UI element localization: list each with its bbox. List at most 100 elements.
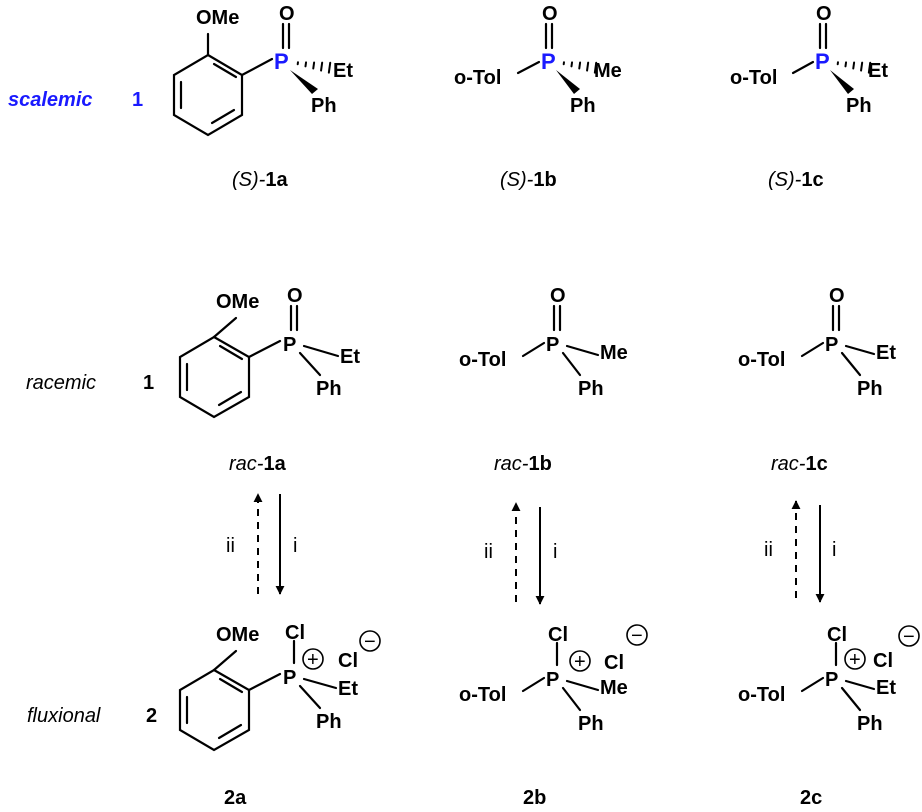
molecule-rac-1a: OMe P O Et Ph (178, 285, 360, 419)
row-label-fluxional-text: fluxional (27, 705, 101, 727)
phosphorus-label: P (546, 334, 559, 356)
minus-charge-sign: − (364, 631, 376, 653)
minus-charge-icon (898, 625, 920, 647)
phenyl-label: Ph (311, 95, 337, 117)
row-label-scalemic-number: 1 (132, 89, 143, 111)
ethyl-label: Et (868, 60, 888, 82)
ethyl-label: Et (876, 677, 896, 699)
o-tolyl-label: o-Tol (459, 349, 506, 371)
plus-charge-icon (844, 648, 866, 670)
molecule-2c: o-Tol P Cl + Cl − Et Ph (738, 624, 920, 735)
caption-rac-1b: rac-1b (494, 453, 552, 475)
molecule-s-1c: o-Tol P O Et Ph (730, 3, 888, 117)
oxygen-label: O (279, 3, 295, 25)
oxygen-label: O (550, 285, 566, 307)
oxygen-label: O (542, 3, 558, 25)
methoxy-label: OMe (196, 7, 239, 29)
equilibrium-arrows-c: ii i (764, 500, 836, 603)
phosphorus-label: P (546, 669, 559, 691)
o-tolyl-label: o-Tol (454, 67, 501, 89)
minus-charge-sign: − (903, 626, 915, 648)
molecule-s-1b: o-Tol P O Me Ph (454, 3, 622, 117)
row-label-racemic: racemic 1 (26, 372, 154, 394)
phosphorus-stereocenter: P (274, 49, 289, 74)
caption-2c: 2c (800, 787, 822, 809)
row-label-racemic-text: racemic (26, 372, 96, 394)
oxygen-label: O (287, 285, 303, 307)
chlorine-label: Cl (827, 624, 847, 646)
plus-charge-sign: + (574, 651, 586, 673)
molecule-s-1a: OMe P O Et Ph (172, 3, 353, 137)
chloride-label: Cl (338, 650, 358, 672)
row-label-scalemic-text: scalemic (8, 89, 93, 111)
caption-rac-1a: rac-1a (229, 453, 287, 475)
chloride-label: Cl (604, 652, 624, 674)
molecule-rac-1b: o-Tol P O Me Ph (459, 285, 628, 400)
o-tolyl-label: o-Tol (738, 349, 785, 371)
plus-charge-sign: + (307, 649, 319, 671)
benzene-ring (178, 668, 251, 752)
molecule-rac-1c: o-Tol P O Et Ph (738, 285, 896, 400)
row-label-fluxional-number: 2 (146, 705, 157, 727)
row-label-fluxional: fluxional 2 (27, 705, 157, 727)
methoxy-label: OMe (216, 291, 259, 313)
phosphorus-stereocenter: P (815, 49, 830, 74)
forward-condition-label: i (832, 539, 836, 561)
reverse-condition-label: ii (484, 541, 493, 563)
methyl-label: Me (600, 677, 628, 699)
caption-s-1b: (S)-1b (500, 169, 557, 191)
row-label-racemic-number: 1 (143, 372, 154, 394)
phosphorus-stereocenter: P (541, 49, 556, 74)
phenyl-label: Ph (570, 95, 596, 117)
o-tolyl-label: o-Tol (730, 67, 777, 89)
plus-charge-icon (569, 650, 591, 672)
chloride-label: Cl (873, 650, 893, 672)
minus-charge-icon (359, 630, 381, 652)
benzene-ring (178, 335, 251, 419)
minus-charge-sign: − (631, 625, 643, 647)
ethyl-label: Et (876, 342, 896, 364)
ethyl-label: Et (333, 60, 353, 82)
phosphorus-label: P (283, 334, 296, 356)
caption-s-1a: (S)-1a (232, 169, 288, 191)
ethyl-label: Et (338, 678, 358, 700)
plus-charge-icon (302, 648, 324, 670)
equilibrium-arrows-b: ii i (484, 502, 557, 605)
o-tolyl-label: o-Tol (459, 684, 506, 706)
o-tolyl-label: o-Tol (738, 684, 785, 706)
forward-condition-label: i (553, 541, 557, 563)
phenyl-label: Ph (846, 95, 872, 117)
molecule-2a: OMe P Cl + Cl − Et Ph (178, 622, 381, 752)
phenyl-label: Ph (857, 378, 883, 400)
forward-condition-label: i (293, 535, 297, 557)
minus-charge-icon (626, 624, 648, 646)
caption-rac-1c: rac-1c (771, 453, 828, 475)
oxygen-label: O (816, 3, 832, 25)
molecule-2b: o-Tol P Cl + Cl − Me Ph (459, 624, 648, 735)
equilibrium-arrows-a: ii i (226, 493, 297, 595)
chlorine-label: Cl (548, 624, 568, 646)
plus-charge-sign: + (849, 649, 861, 671)
phosphorus-label: P (283, 667, 296, 689)
benzene-ring (172, 53, 244, 137)
caption-2a: 2a (224, 787, 247, 809)
phosphorus-label: P (825, 334, 838, 356)
reverse-condition-label: ii (764, 539, 773, 561)
phenyl-label: Ph (316, 378, 342, 400)
methyl-label: Me (600, 342, 628, 364)
phenyl-label: Ph (316, 711, 342, 733)
caption-2b: 2b (523, 787, 546, 809)
ethyl-label: Et (340, 346, 360, 368)
oxygen-label: O (829, 285, 845, 307)
phenyl-label: Ph (578, 713, 604, 735)
caption-s-1c: (S)-1c (768, 169, 824, 191)
reverse-condition-label: ii (226, 535, 235, 557)
row-label-scalemic: scalemic 1 (8, 89, 143, 111)
phenyl-label: Ph (578, 378, 604, 400)
methyl-label: Me (594, 60, 622, 82)
methoxy-label: OMe (216, 624, 259, 646)
chlorine-label: Cl (285, 622, 305, 644)
phenyl-label: Ph (857, 713, 883, 735)
phosphorus-label: P (825, 669, 838, 691)
